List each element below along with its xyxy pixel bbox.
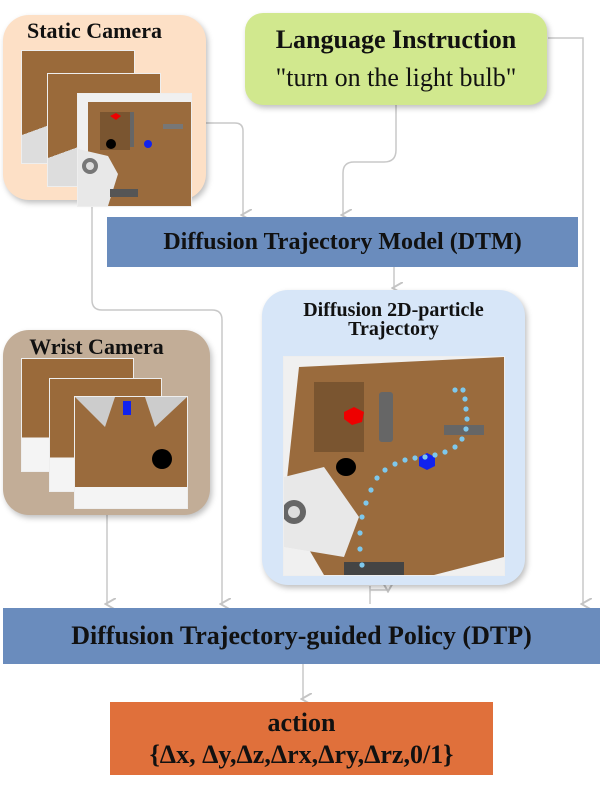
action-values: {Δx, Δy,Δz,Δrx,Δry,Δrz,0/1} [149, 740, 454, 769]
trajectory-title-line2: Trajectory [348, 318, 439, 340]
language-instruction-panel: Language Instruction "turn on the light … [245, 13, 547, 105]
trajectory-panel: Diffusion 2D-particle Trajectory [262, 290, 525, 585]
trajectory-title-line1: Diffusion 2D-particle [303, 299, 484, 321]
dtm-block: Diffusion Trajectory Model (DTM) [107, 217, 578, 267]
dtm-label: Diffusion Trajectory Model (DTM) [163, 228, 522, 255]
wrist-camera-frame [74, 396, 188, 509]
arrow-language-to-dtm [343, 105, 397, 215]
language-instruction-title: Language Instruction [275, 25, 517, 54]
arrow-static-to-dtm [206, 122, 243, 215]
arrow-language-to-dtp [548, 37, 583, 604]
wrist-camera-panel: Wrist Camera [3, 330, 210, 515]
static-camera-frame [77, 93, 192, 207]
action-block: action {Δx, Δy,Δz,Δrx,Δry,Δrz,0/1} [110, 702, 493, 775]
static-camera-title: Static Camera [26, 18, 162, 43]
trajectory-dots [357, 387, 470, 568]
dtp-block: Diffusion Trajectory-guided Policy (DTP) [3, 608, 600, 664]
language-instruction-text: "turn on the light bulb" [275, 63, 517, 92]
action-title: action [267, 708, 336, 737]
trajectory-image [283, 356, 505, 576]
static-camera-panel: Static Camera [3, 15, 206, 207]
wrist-camera-title: Wrist Camera [29, 334, 164, 359]
arrow-trajectory-to-dtp [369, 586, 388, 604]
dtp-label: Diffusion Trajectory-guided Policy (DTP) [71, 621, 532, 650]
arrow-static-to-dtp [91, 200, 222, 604]
